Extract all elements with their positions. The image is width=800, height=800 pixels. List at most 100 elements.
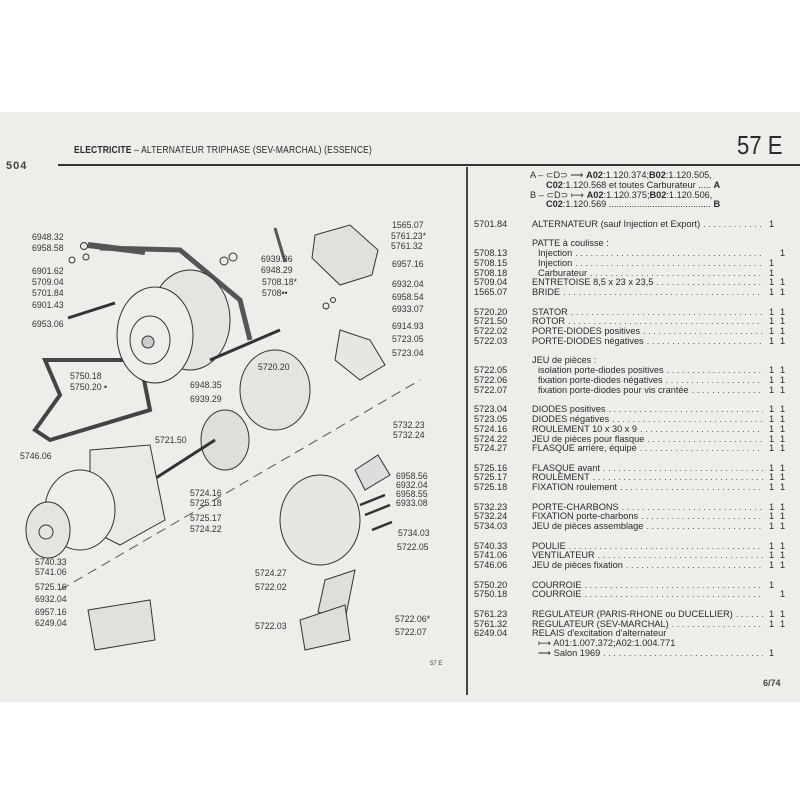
part-number: 5720.20: [474, 306, 508, 317]
quantity-b: 1: [779, 482, 786, 493]
dot-leader: [585, 590, 763, 600]
bolt-drawing: [67, 301, 116, 320]
variant-text: :1.120.568 et toutes Carburateur .....: [562, 179, 714, 190]
callout: 6933.07: [392, 304, 424, 315]
callout: 6933.08: [396, 498, 428, 509]
group-spacer: [474, 454, 788, 464]
callout: 5761.32: [391, 241, 423, 252]
quantity-a: 1: [768, 648, 775, 659]
dot-leader: [656, 278, 763, 288]
part-description: REGULATEUR (PARIS-RHONE ou DUCELLIER): [532, 608, 733, 619]
variant-text: :1.120.374;: [603, 170, 649, 180]
callout: 6958.56: [396, 471, 428, 482]
callout: 6932.04: [396, 480, 428, 491]
page-number: 6/74: [763, 678, 781, 688]
regulator-drawing: [311, 224, 379, 286]
callout: 5708.18*: [262, 277, 298, 288]
quantity-a: 1: [768, 550, 775, 561]
quantity-a: 1: [768, 257, 775, 268]
part-row: 5708.13Injection1: [474, 247, 788, 259]
quantity-b: 1: [779, 560, 786, 571]
quantity-a: [766, 590, 777, 600]
quantity-a: 1: [768, 482, 775, 493]
quantity-a: 1: [768, 374, 775, 385]
callout: 6948.32: [32, 232, 64, 243]
dot-leader: [603, 464, 763, 474]
part-number: 5732.23: [474, 501, 508, 512]
part-description: DIODES négatives: [532, 413, 610, 424]
quantity-a: 1: [768, 326, 775, 337]
parts-list: A – ⊂D⊃ ⟶ A02:1.120.374;B02:1.120.505,C0…: [474, 170, 788, 659]
quantity-b: 1: [779, 306, 786, 317]
part-row: 6249.04 RELAIS d'excitation d'alternateur: [474, 629, 788, 639]
quantity-b: 1: [779, 589, 786, 600]
part-row: ⟶ Salon 19691: [474, 648, 788, 659]
callout: 6948.35: [190, 380, 222, 391]
part-row: ⟼ A01:1.007.372;A02:1.004.771: [474, 638, 788, 649]
quantity-b: 1: [779, 472, 786, 483]
callout: 6914.93: [392, 321, 424, 332]
callout: 6958.55: [396, 489, 428, 500]
group-spacer: [474, 493, 788, 503]
callout: 5750.18: [70, 371, 102, 382]
part-description: REGULATEUR (SEV-MARCHAL): [532, 618, 669, 629]
part-number: 5721.50: [474, 316, 508, 327]
variant-text: :1.120.505,: [665, 170, 712, 180]
variant-text: ⊂D⊃ ⟶: [545, 170, 587, 180]
part-description: ENTRETOISE 8,5 x 23 x 23,5: [532, 277, 654, 288]
quantity-a: [766, 239, 777, 249]
part-number: 6249.04: [474, 628, 508, 639]
part-number: 5732.24: [474, 511, 508, 522]
part-description: ROULEMENT: [532, 472, 590, 483]
quantity-a: 1: [768, 560, 775, 571]
group-spacer: [474, 347, 788, 357]
callout: 5708••: [262, 288, 288, 299]
part-description: fixation porte-diodes négatives: [538, 374, 663, 385]
callout: 6957.16: [392, 259, 424, 270]
quantity-a: 1: [768, 618, 775, 629]
quantity-b: 1: [779, 335, 786, 346]
callout: 1565.07: [392, 220, 424, 231]
callout: 5724.22: [190, 524, 222, 535]
section-code: 57 E: [736, 130, 782, 160]
callout: 6901.43: [32, 300, 64, 311]
part-number: 5724.27: [474, 443, 508, 454]
quantity-b: 1: [779, 404, 786, 415]
quantity-b: 1: [779, 413, 786, 424]
callout: 5709.04: [32, 277, 64, 288]
quantity-a: 1: [768, 608, 775, 619]
part-number: 5722.07: [474, 384, 508, 395]
diode-plate-drawing: [334, 329, 386, 381]
relay-drawing: [87, 599, 156, 651]
variant-text: :1.120.506,: [666, 189, 713, 200]
group-spacer: [474, 396, 788, 406]
callout: 6953.06: [32, 319, 64, 330]
quantity-b: 1: [779, 462, 786, 473]
dot-leader: [603, 649, 763, 659]
part-description: JEU de pièces assemblage: [532, 521, 644, 532]
part-number: 5724.16: [474, 423, 508, 434]
quantity-b: 1: [779, 501, 786, 512]
variant-text: B: [713, 199, 721, 210]
callout: 5750.20 •: [70, 382, 108, 393]
part-description: RELAIS d'excitation d'alternateur: [532, 628, 667, 639]
dot-leader: [647, 435, 763, 445]
callout: 5725.18: [190, 498, 222, 509]
part-description: Injection: [538, 247, 573, 258]
quantity-a: 1: [768, 511, 775, 522]
header-divider: [58, 164, 800, 166]
diagram-drawing: [25, 224, 421, 651]
variant-text: C02: [546, 179, 563, 190]
quantity-b: 1: [779, 540, 786, 551]
callout: 5761.23*: [391, 231, 427, 242]
quantity-a: 1: [768, 384, 775, 395]
part-number: 5725.17: [474, 472, 508, 483]
quantity-b: 1: [779, 433, 786, 444]
part-description: POULIE: [532, 540, 566, 551]
callout: 6932.04: [35, 594, 67, 605]
